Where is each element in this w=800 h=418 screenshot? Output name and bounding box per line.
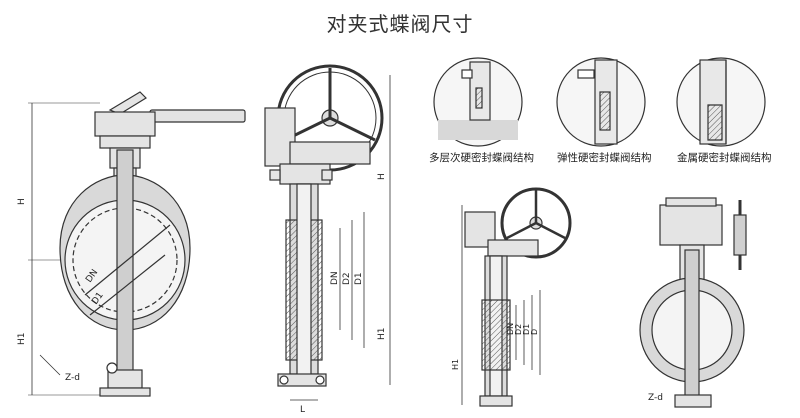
label-D2-small: D2	[514, 324, 523, 335]
detail-elastic	[556, 57, 646, 147]
label-H-left: H	[17, 198, 27, 205]
label-D-small: D	[530, 329, 539, 335]
label-H-mid: H	[377, 173, 387, 180]
gear-housing	[659, 204, 723, 246]
label-L-mid: L	[300, 405, 305, 415]
caption-elastic: 弹性硬密封蝶阀结构	[557, 152, 652, 164]
caption-metal: 金属硬密封蝶阀结构	[677, 152, 772, 164]
top-flange	[94, 111, 156, 137]
label-H1-left: H1	[17, 333, 27, 346]
side-view-small	[461, 187, 572, 407]
gearbox	[289, 141, 371, 165]
label-Zd-left: Z-d	[65, 373, 80, 383]
label-DN-small: DN	[506, 323, 515, 335]
label-D2-mid: D2	[342, 272, 352, 285]
label-H1-mid: H1	[377, 328, 387, 341]
detail-metal	[676, 57, 766, 147]
label-Zd-right: Z-d	[648, 393, 663, 403]
lever-arm	[108, 91, 147, 115]
valve-stem	[116, 149, 134, 381]
detail-multi-layer	[433, 57, 523, 147]
caption-multi-layer: 多层次硬密封蝶阀结构	[429, 152, 534, 164]
label-D1-small: D1	[522, 324, 531, 335]
lever-handle	[149, 109, 246, 123]
label-DN-mid: DN	[330, 271, 340, 285]
page-title: 对夹式蝶阀尺寸	[326, 12, 474, 36]
label-D1-mid: D1	[354, 272, 364, 285]
side-view-handwheel	[264, 64, 391, 401]
front-view-lever	[28, 91, 246, 397]
front-view-gear	[639, 197, 747, 408]
label-H1-small: H1	[451, 359, 460, 370]
